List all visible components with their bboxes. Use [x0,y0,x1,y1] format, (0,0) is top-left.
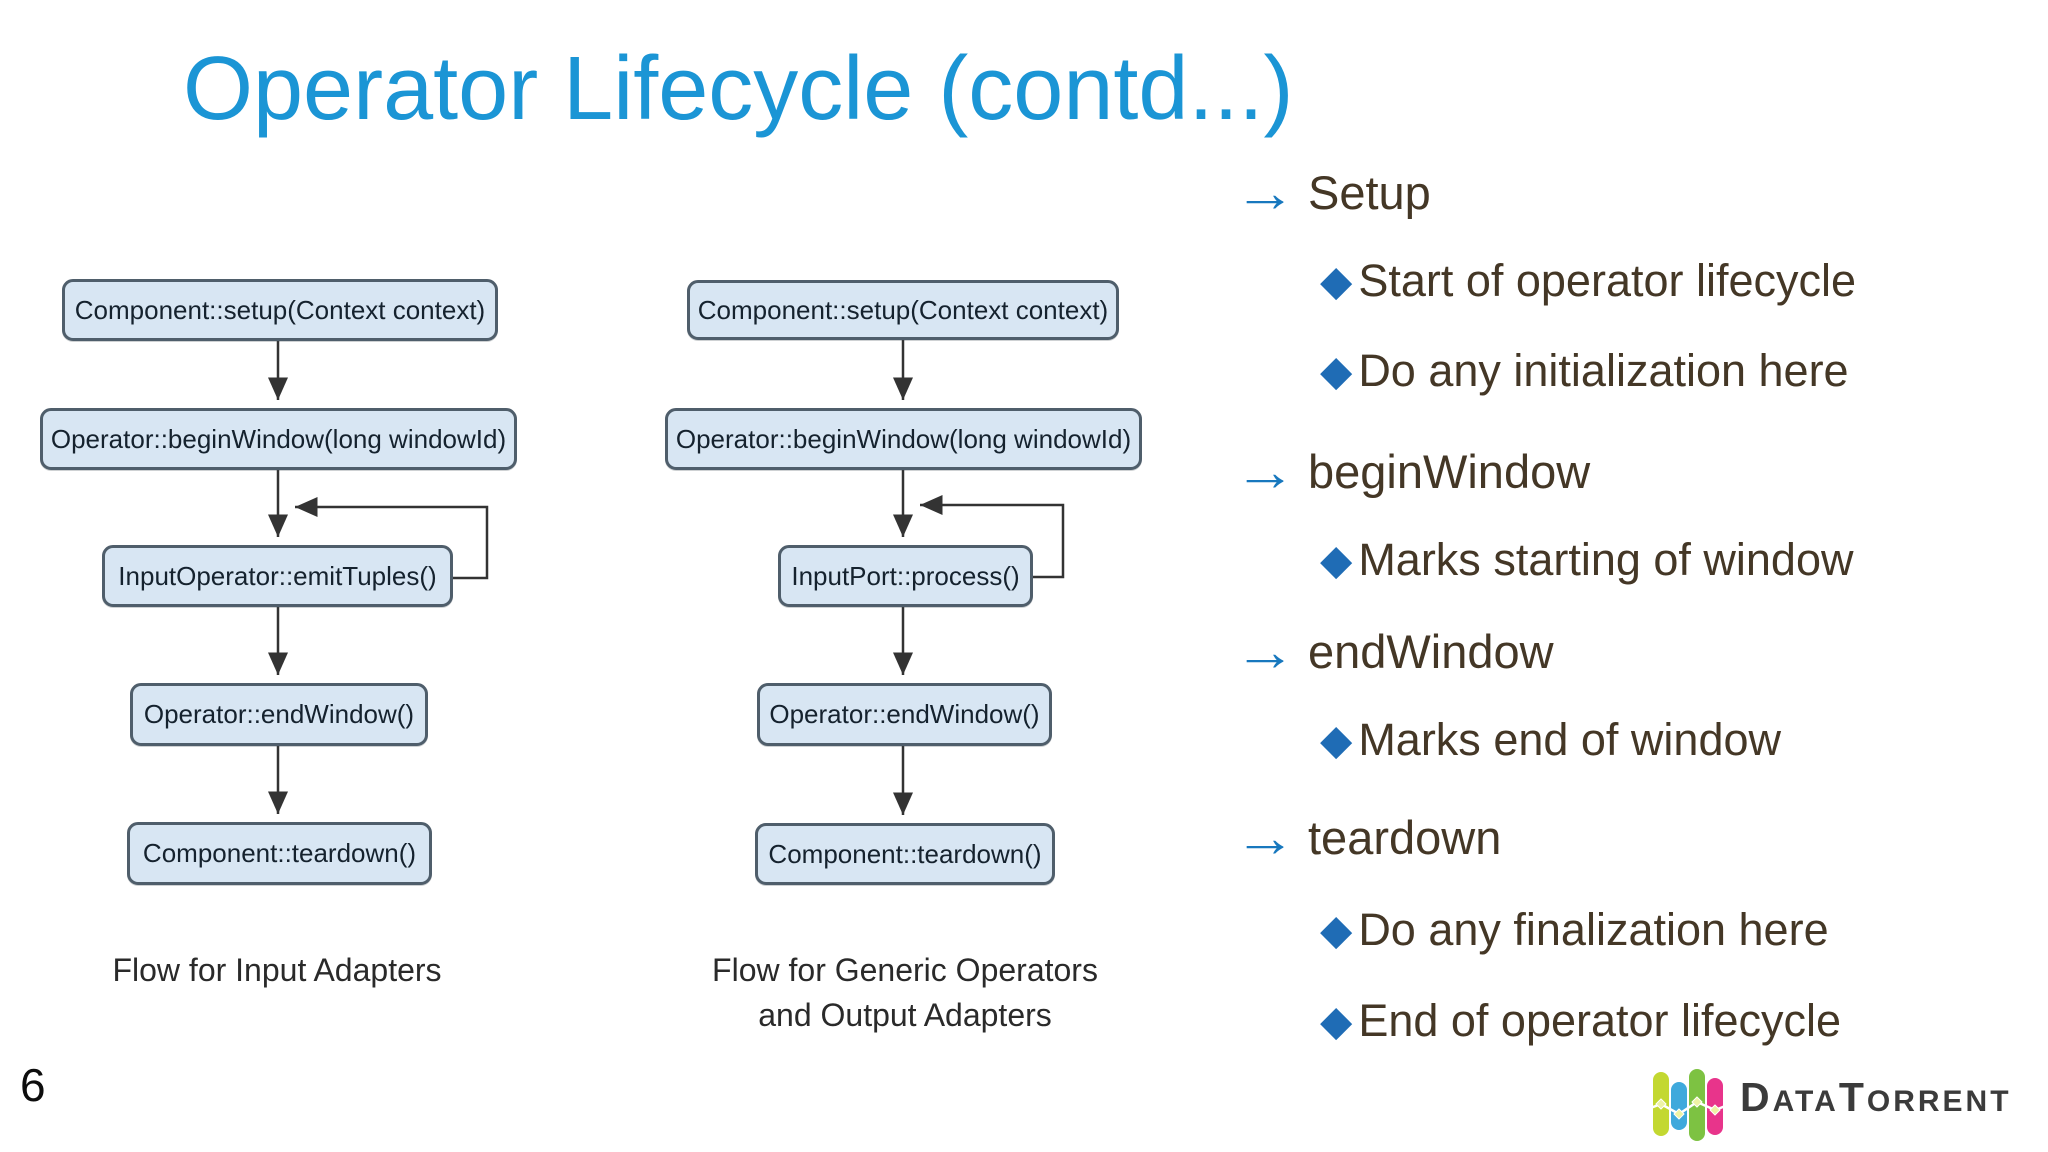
flow-node-teardown: Component::teardown() [127,822,432,885]
page-title: Operator Lifecycle (contd...) [183,39,1294,139]
bullet-label: Setup [1308,166,1431,219]
list-item: → endWindow [1234,624,1554,679]
bullet-label: End of operator lifecycle [1358,995,1842,1046]
flow-node-endwindow: Operator::endWindow() [130,683,428,746]
flow-connectors-svg [268,341,489,814]
caption-line: Flow for Input Adapters [112,952,442,988]
arrow-bullet-icon: → [1233,807,1297,868]
diamond-bullet-icon: ◆ [1320,997,1353,1044]
bullet-label: beginWindow [1308,445,1591,498]
bullet-label: Start of operator lifecycle [1358,255,1857,306]
flow-node-setup: Component::setup(Context context) [62,279,498,341]
bullet-label: Marks end of window [1358,714,1782,765]
list-item: ◆ Start of operator lifecycle [1320,255,1856,307]
caption-line: and Output Adapters [758,997,1052,1033]
flow-node-process: InputPort::process() [778,545,1033,607]
diamond-bullet-icon: ◆ [1320,347,1353,394]
list-item: ◆ End of operator lifecycle [1320,995,1841,1047]
flowchart-caption: Flow for Generic Operators and Output Ad… [655,948,1155,1038]
datatorrent-logo: DATATORRENT [1646,1050,2012,1145]
list-item: → Setup [1234,165,1431,220]
flowchart-generic-operators: Component::setup(Context context) Operat… [655,270,1185,1045]
list-item: ◆ Do any initialization here [1320,345,1849,397]
bullet-list: → Setup ◆ Start of operator lifecycle ◆ … [1234,0,2038,1152]
arrow-bullet-icon: → [1233,441,1297,502]
list-item: → beginWindow [1234,444,1591,499]
list-item: ◆ Marks end of window [1320,714,1781,766]
flowchart-input-adapters: Component::setup(Context context) Operat… [30,270,560,1045]
bullet-label: teardown [1308,811,1502,864]
bullet-label: Do any initialization here [1358,345,1849,396]
bullet-label: Do any finalization here [1358,904,1829,955]
logo-text-part: D [1740,1074,1773,1120]
bullet-label: endWindow [1308,625,1554,678]
arrow-bullet-icon: → [1233,162,1297,223]
page-number: 6 [20,1059,46,1111]
flow-connectors-svg [893,340,1065,815]
flow-node-setup: Component::setup(Context context) [687,280,1119,340]
list-item: → teardown [1234,810,1502,865]
flow-node-teardown: Component::teardown() [755,823,1055,885]
logo-text-part: ATA [1772,1085,1839,1118]
diamond-bullet-icon: ◆ [1320,906,1353,953]
arrow-bullet-icon: → [1233,621,1297,682]
flowchart-caption: Flow for Input Adapters [30,948,524,993]
list-item: ◆ Marks starting of window [1320,534,1854,586]
datatorrent-logo-text: DATATORRENT [1740,1074,2012,1121]
flow-node-endwindow: Operator::endWindow() [757,683,1052,746]
caption-line: Flow for Generic Operators [712,952,1098,988]
flow-node-emittuples: InputOperator::emitTuples() [102,545,453,607]
diamond-bullet-icon: ◆ [1320,257,1353,304]
diamond-bullet-icon: ◆ [1320,716,1353,763]
logo-text-part: T [1838,1074,1867,1120]
datatorrent-logo-icon [1647,1069,1729,1141]
list-item: ◆ Do any finalization here [1320,904,1829,956]
flow-node-beginwindow: Operator::beginWindow(long windowId) [665,408,1142,470]
bullet-label: Marks starting of window [1358,534,1854,585]
logo-text-part: ORRENT [1866,1085,2012,1118]
flow-node-beginwindow: Operator::beginWindow(long windowId) [40,408,517,470]
diamond-bullet-icon: ◆ [1320,536,1353,583]
